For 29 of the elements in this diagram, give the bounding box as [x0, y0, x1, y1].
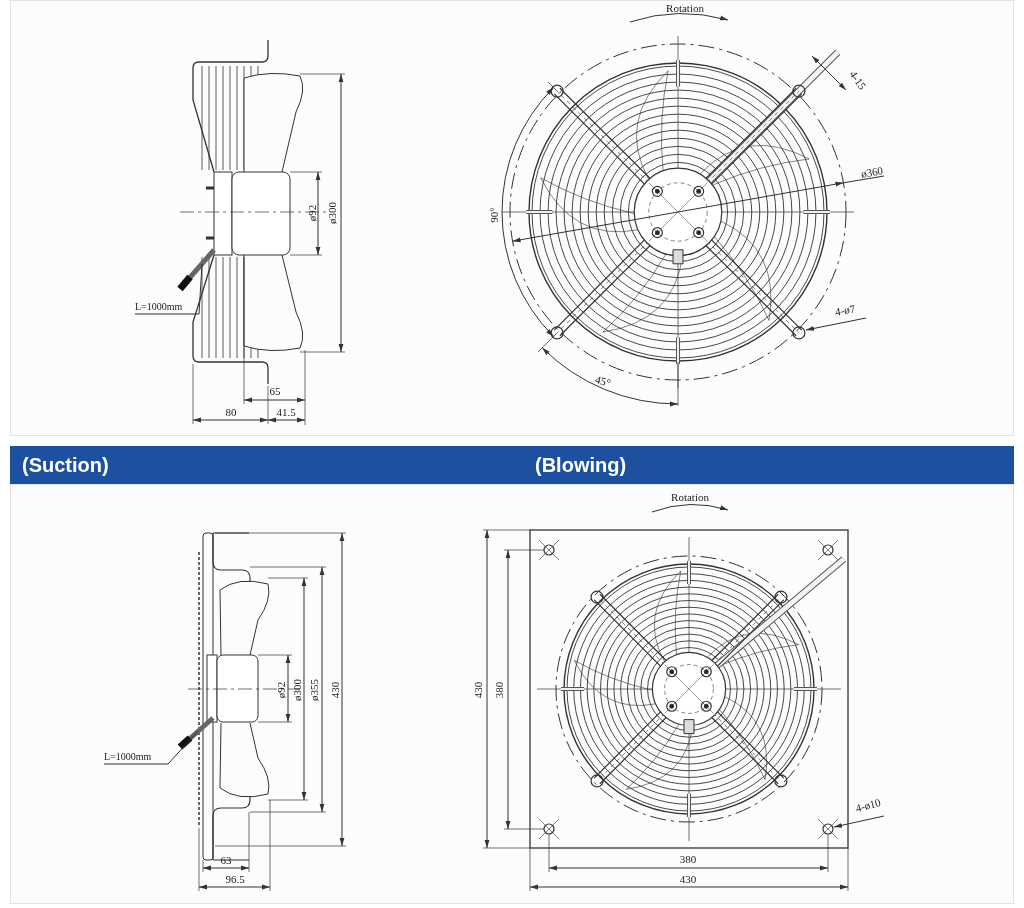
leader-line	[103, 730, 199, 765]
dimension-label: 63	[220, 854, 232, 866]
dimension-label: 430	[472, 681, 484, 699]
dimension-label: 45°	[594, 373, 612, 389]
dimension-label: 80	[225, 406, 237, 418]
dimension-label: 4-15	[847, 68, 869, 92]
dimension-label: 380	[493, 681, 505, 699]
dimension-label: ø355	[308, 679, 320, 701]
section-heading: (Blowing)	[535, 453, 627, 477]
dimension-label: ø300	[291, 679, 303, 701]
dimension-label: 380	[679, 853, 697, 865]
callout-label: L=1000mm	[104, 750, 168, 764]
dimension-label: 4-ø10	[854, 795, 882, 815]
dimension-label: ø92	[306, 204, 318, 222]
dimension-label: 96.5	[225, 873, 245, 885]
dimension-label: 90°	[488, 207, 500, 223]
section-heading: (Suction)	[22, 453, 109, 477]
dimension-label: 65	[269, 385, 281, 397]
dimension-label: 4-ø7	[834, 302, 856, 318]
callout-label: L=1000mm	[135, 300, 199, 314]
dimension-label: 430	[329, 681, 341, 699]
dimension-label: ø92	[275, 681, 287, 699]
rotation-label: Rotation	[671, 491, 709, 503]
rotation-label: Rotation	[666, 2, 704, 14]
dimension-label: 41.5	[276, 406, 296, 418]
dimension-label: 430	[679, 873, 697, 885]
dimension-label: ø360	[860, 164, 884, 180]
dimension-label: ø300	[326, 202, 338, 224]
leader-line	[134, 263, 203, 315]
